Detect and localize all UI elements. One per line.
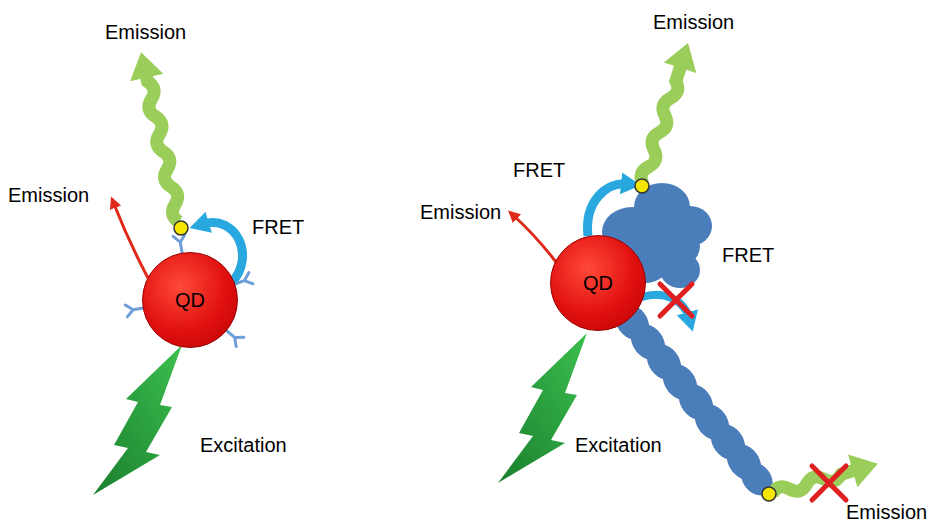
annotation-label: Emission bbox=[8, 183, 89, 207]
annotation-label: Emission bbox=[105, 20, 186, 44]
quantum-dot: QD bbox=[142, 252, 238, 348]
annotation-label: Emission bbox=[420, 200, 501, 224]
excitation-bolt bbox=[498, 333, 587, 483]
qd-emission-arrow bbox=[514, 216, 556, 262]
node-label: QD bbox=[175, 289, 205, 312]
qd-emission-arrow bbox=[114, 204, 148, 278]
annotation-label: FRET bbox=[722, 243, 774, 267]
node-label: QD bbox=[583, 272, 613, 295]
excitation-bolt bbox=[93, 345, 182, 495]
annotation-label: Excitation bbox=[200, 433, 287, 457]
block-cross bbox=[812, 466, 846, 500]
quantum-dot: QD bbox=[550, 235, 646, 331]
acceptor-dye bbox=[174, 221, 188, 235]
emission-wave bbox=[124, 48, 195, 225]
annotation-label: Excitation bbox=[575, 433, 662, 457]
annotation-label: FRET bbox=[513, 158, 565, 182]
antibody bbox=[173, 234, 188, 253]
emission-wave bbox=[767, 447, 882, 510]
annotation-label: Emission bbox=[653, 10, 734, 34]
annotation-label: Emission bbox=[846, 500, 927, 524]
acceptor-dye bbox=[762, 487, 776, 501]
block-cross bbox=[660, 284, 692, 316]
protein-chain bbox=[608, 297, 779, 502]
acceptor-dye bbox=[635, 179, 649, 193]
fret-arrow bbox=[588, 184, 627, 236]
emission-wave bbox=[627, 38, 704, 189]
annotation-label: FRET bbox=[252, 215, 304, 239]
